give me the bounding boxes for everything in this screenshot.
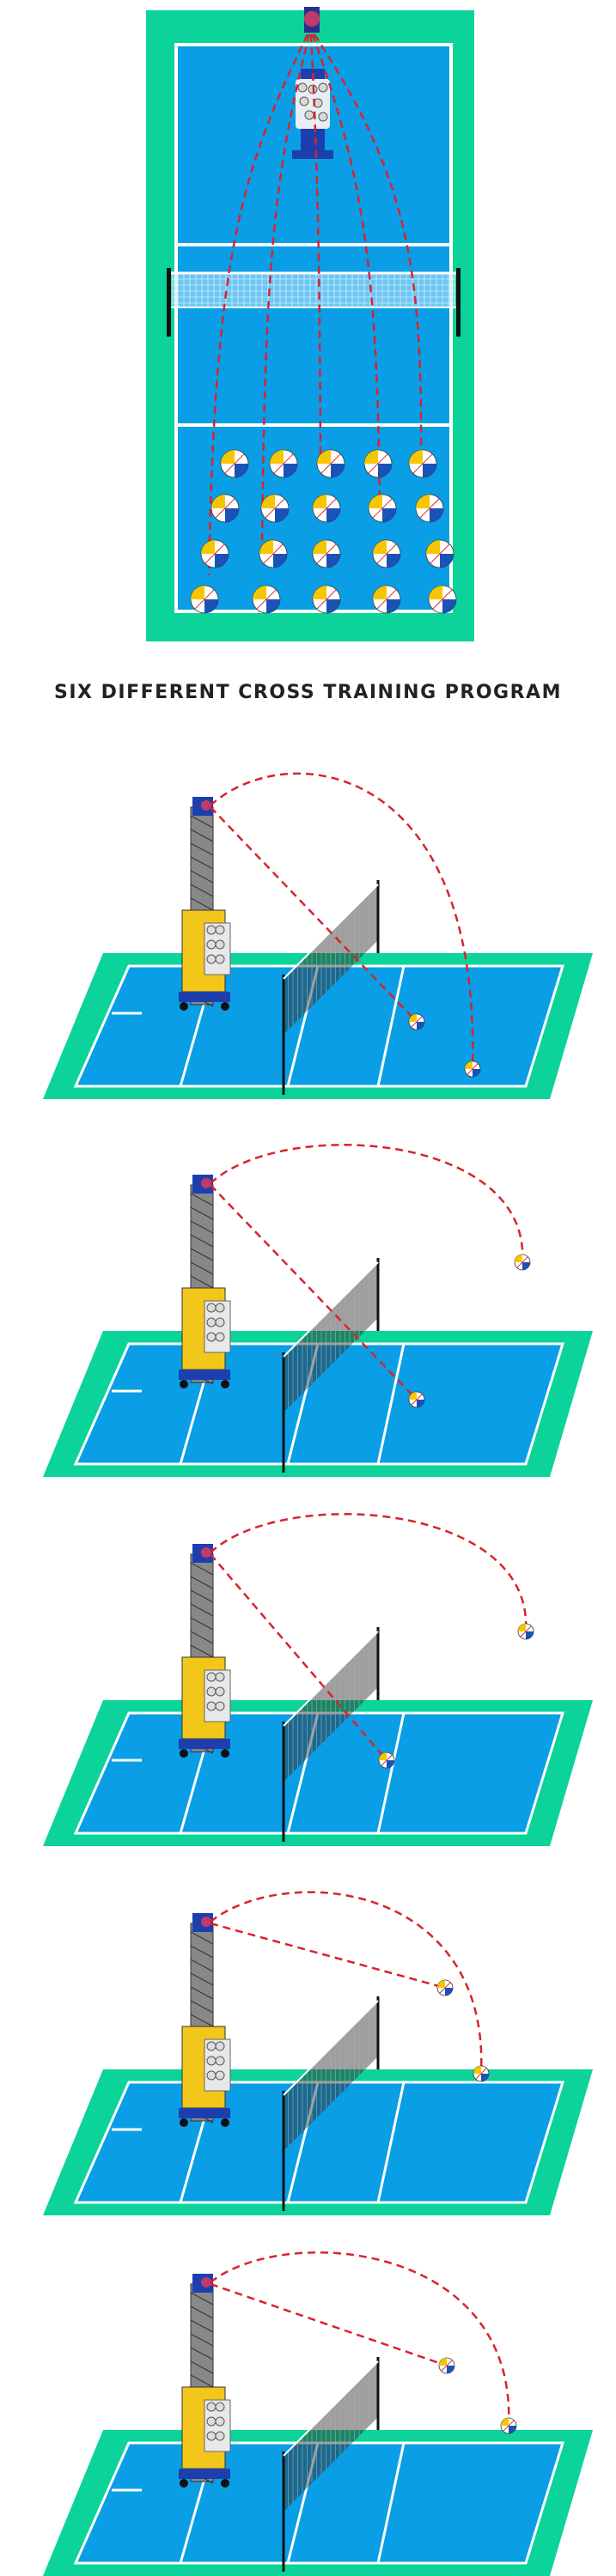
target-ball-1 <box>438 2357 455 2374</box>
program-2-diagram <box>0 1133 616 1477</box>
court-line <box>286 2442 320 2564</box>
court-line <box>286 965 320 1087</box>
volleyball <box>372 585 401 614</box>
volleyball <box>428 585 457 614</box>
volleyball <box>210 494 240 523</box>
net <box>282 880 380 1095</box>
target-ball-1 <box>378 1752 395 1769</box>
trajectories <box>210 1891 483 2075</box>
trajectories <box>210 772 474 1070</box>
trajectories <box>210 1513 528 1761</box>
volleyball <box>415 494 444 523</box>
target-ball-2 <box>514 1254 531 1271</box>
court-line <box>376 2081 406 2203</box>
volleyball <box>252 585 281 614</box>
volleyball <box>220 449 249 478</box>
ball-grid <box>190 449 457 614</box>
volleyball <box>408 449 437 478</box>
target-ball-2 <box>500 2417 517 2434</box>
ball-machine <box>179 1544 231 1758</box>
court-line <box>376 1712 406 1834</box>
net <box>282 1996 380 2211</box>
volleyball <box>372 539 401 568</box>
court-line <box>286 2081 320 2203</box>
volleyball <box>312 585 341 614</box>
volleyball <box>312 539 341 568</box>
volleyball <box>200 539 229 568</box>
volleyball <box>363 449 393 478</box>
ball-machine <box>179 2274 231 2488</box>
court-line <box>376 1343 406 1465</box>
volleyball <box>190 585 219 614</box>
ball-machine-top <box>292 7 333 159</box>
volleyball <box>259 539 288 568</box>
program-4-diagram <box>0 1872 616 2215</box>
net <box>282 1258 380 1473</box>
ball-machine <box>179 1175 231 1388</box>
target-ball-1 <box>436 1979 454 1996</box>
trajectories <box>210 2251 510 2427</box>
net <box>167 268 460 337</box>
program-1-diagram <box>0 756 616 1099</box>
court-line <box>286 1712 320 1834</box>
section-heading: SIX DIFFERENT CROSS TRAINING PROGRAM <box>54 682 562 703</box>
court-line <box>376 2442 406 2564</box>
ball-machine <box>179 797 231 1011</box>
top-trajectories <box>207 33 423 576</box>
trajectories <box>210 1144 524 1400</box>
volleyball <box>425 539 454 568</box>
target-ball-2 <box>517 1623 534 1640</box>
program-3-diagram <box>0 1503 616 1846</box>
target-ball-2 <box>464 1060 481 1078</box>
top-view-diagram <box>146 7 474 641</box>
target-ball-2 <box>473 2065 490 2082</box>
target-ball-1 <box>408 1391 425 1408</box>
volleyball <box>260 494 290 523</box>
volleyball <box>312 494 341 523</box>
program-5-diagram <box>0 2233 616 2576</box>
net <box>282 1627 380 1842</box>
target-ball-1 <box>408 1013 425 1030</box>
volleyball <box>269 449 298 478</box>
court-line <box>376 965 406 1087</box>
ball-machine <box>179 1913 231 2127</box>
court-line <box>286 1343 320 1465</box>
net <box>282 2357 380 2572</box>
volleyball <box>316 449 345 478</box>
volleyball <box>368 494 397 523</box>
